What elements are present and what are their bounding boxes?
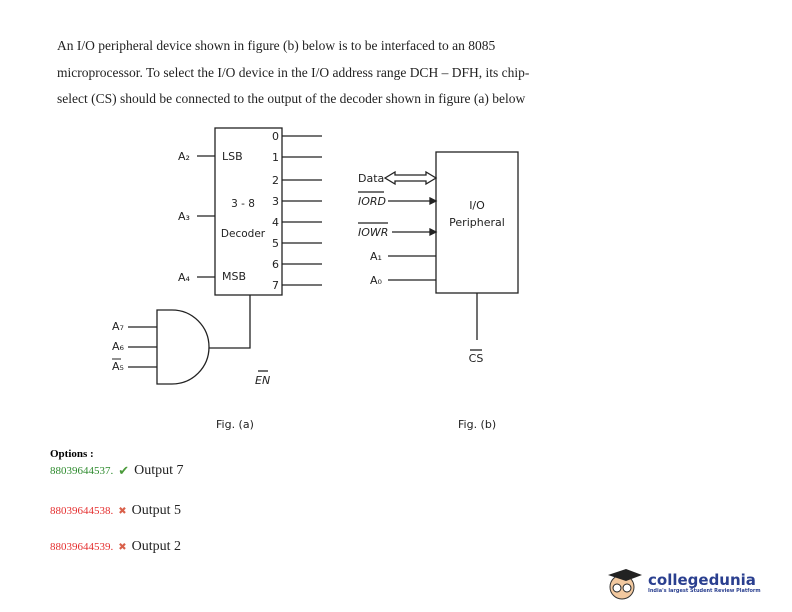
decoder-output-label: 2 (272, 174, 279, 187)
cross-icon: ✖ (118, 505, 127, 517)
option-text: Output 5 (131, 503, 182, 518)
decoder-output-label: 0 (272, 130, 279, 143)
option-1[interactable]: 88039644537. ✔ Output 7 (50, 463, 184, 479)
decoder-output-label: 3 (272, 195, 279, 208)
collegedunia-logo: collegedunia India's largest Student Rev… (604, 565, 761, 601)
signal-a1: A₁ (370, 250, 382, 263)
decoder-title-2: Decoder (221, 228, 266, 240)
peripheral-title-2: Peripheral (449, 216, 505, 229)
peripheral-title-1: I/O (469, 199, 485, 212)
option-id: 88039644538. (50, 505, 114, 517)
enable-label: EN (255, 374, 270, 387)
option-text: Output 7 (134, 463, 184, 478)
decoder-box (214, 127, 283, 296)
signal-iowr: IOWR (358, 226, 388, 239)
question-line-2: microprocessor. To select the I/O device… (57, 65, 530, 80)
logo-tagline: India's largest Student Review Platform (648, 588, 761, 594)
decoder-output-label: 7 (272, 279, 279, 292)
gate-input-a6: A₆ (112, 340, 125, 353)
gate-input-a5: A₅ (112, 360, 124, 373)
fig-b-caption: Fig. (b) (458, 418, 496, 431)
fig-a-caption: Fig. (a) (216, 418, 254, 431)
check-icon: ✔ (118, 463, 130, 478)
decoder-output-label: 6 (272, 258, 279, 271)
signal-iord: IORD (358, 195, 386, 208)
signal-data: Data (358, 172, 384, 185)
decoder-output-label: 1 (272, 151, 279, 164)
decoder-output-label: 5 (272, 237, 279, 250)
lsb-label: LSB (222, 150, 243, 163)
question-line-3: select (CS) should be connected to the o… (57, 91, 526, 106)
peripheral-figure (358, 151, 519, 351)
input-a2: A₂ (178, 150, 190, 163)
question-line-1: An I/O peripheral device shown in figure… (57, 38, 496, 53)
chip-select-label: CS (469, 352, 484, 365)
decoder-title-1: 3 - 8 (231, 198, 255, 210)
option-id: 88039644537. (50, 465, 114, 477)
gate-input-a7: A₇ (112, 320, 124, 333)
msb-label: MSB (222, 270, 246, 283)
input-a3: A₃ (178, 210, 190, 223)
signal-a0: A₀ (370, 274, 383, 287)
cross-icon: ✖ (118, 541, 127, 553)
option-id: 88039644539. (50, 541, 114, 553)
options-label: Options : (50, 448, 94, 460)
option-3[interactable]: 88039644539. ✖ Output 2 (50, 539, 181, 555)
and-gate (156, 309, 210, 385)
option-text: Output 2 (131, 539, 182, 554)
decoder-figure (128, 127, 322, 385)
mascot-icon (608, 569, 642, 600)
input-a4: A₄ (178, 271, 191, 284)
option-2[interactable]: 88039644538. ✖ Output 5 (50, 503, 181, 519)
logo-name: collegedunia (648, 571, 756, 589)
decoder-output-label: 4 (272, 216, 279, 229)
